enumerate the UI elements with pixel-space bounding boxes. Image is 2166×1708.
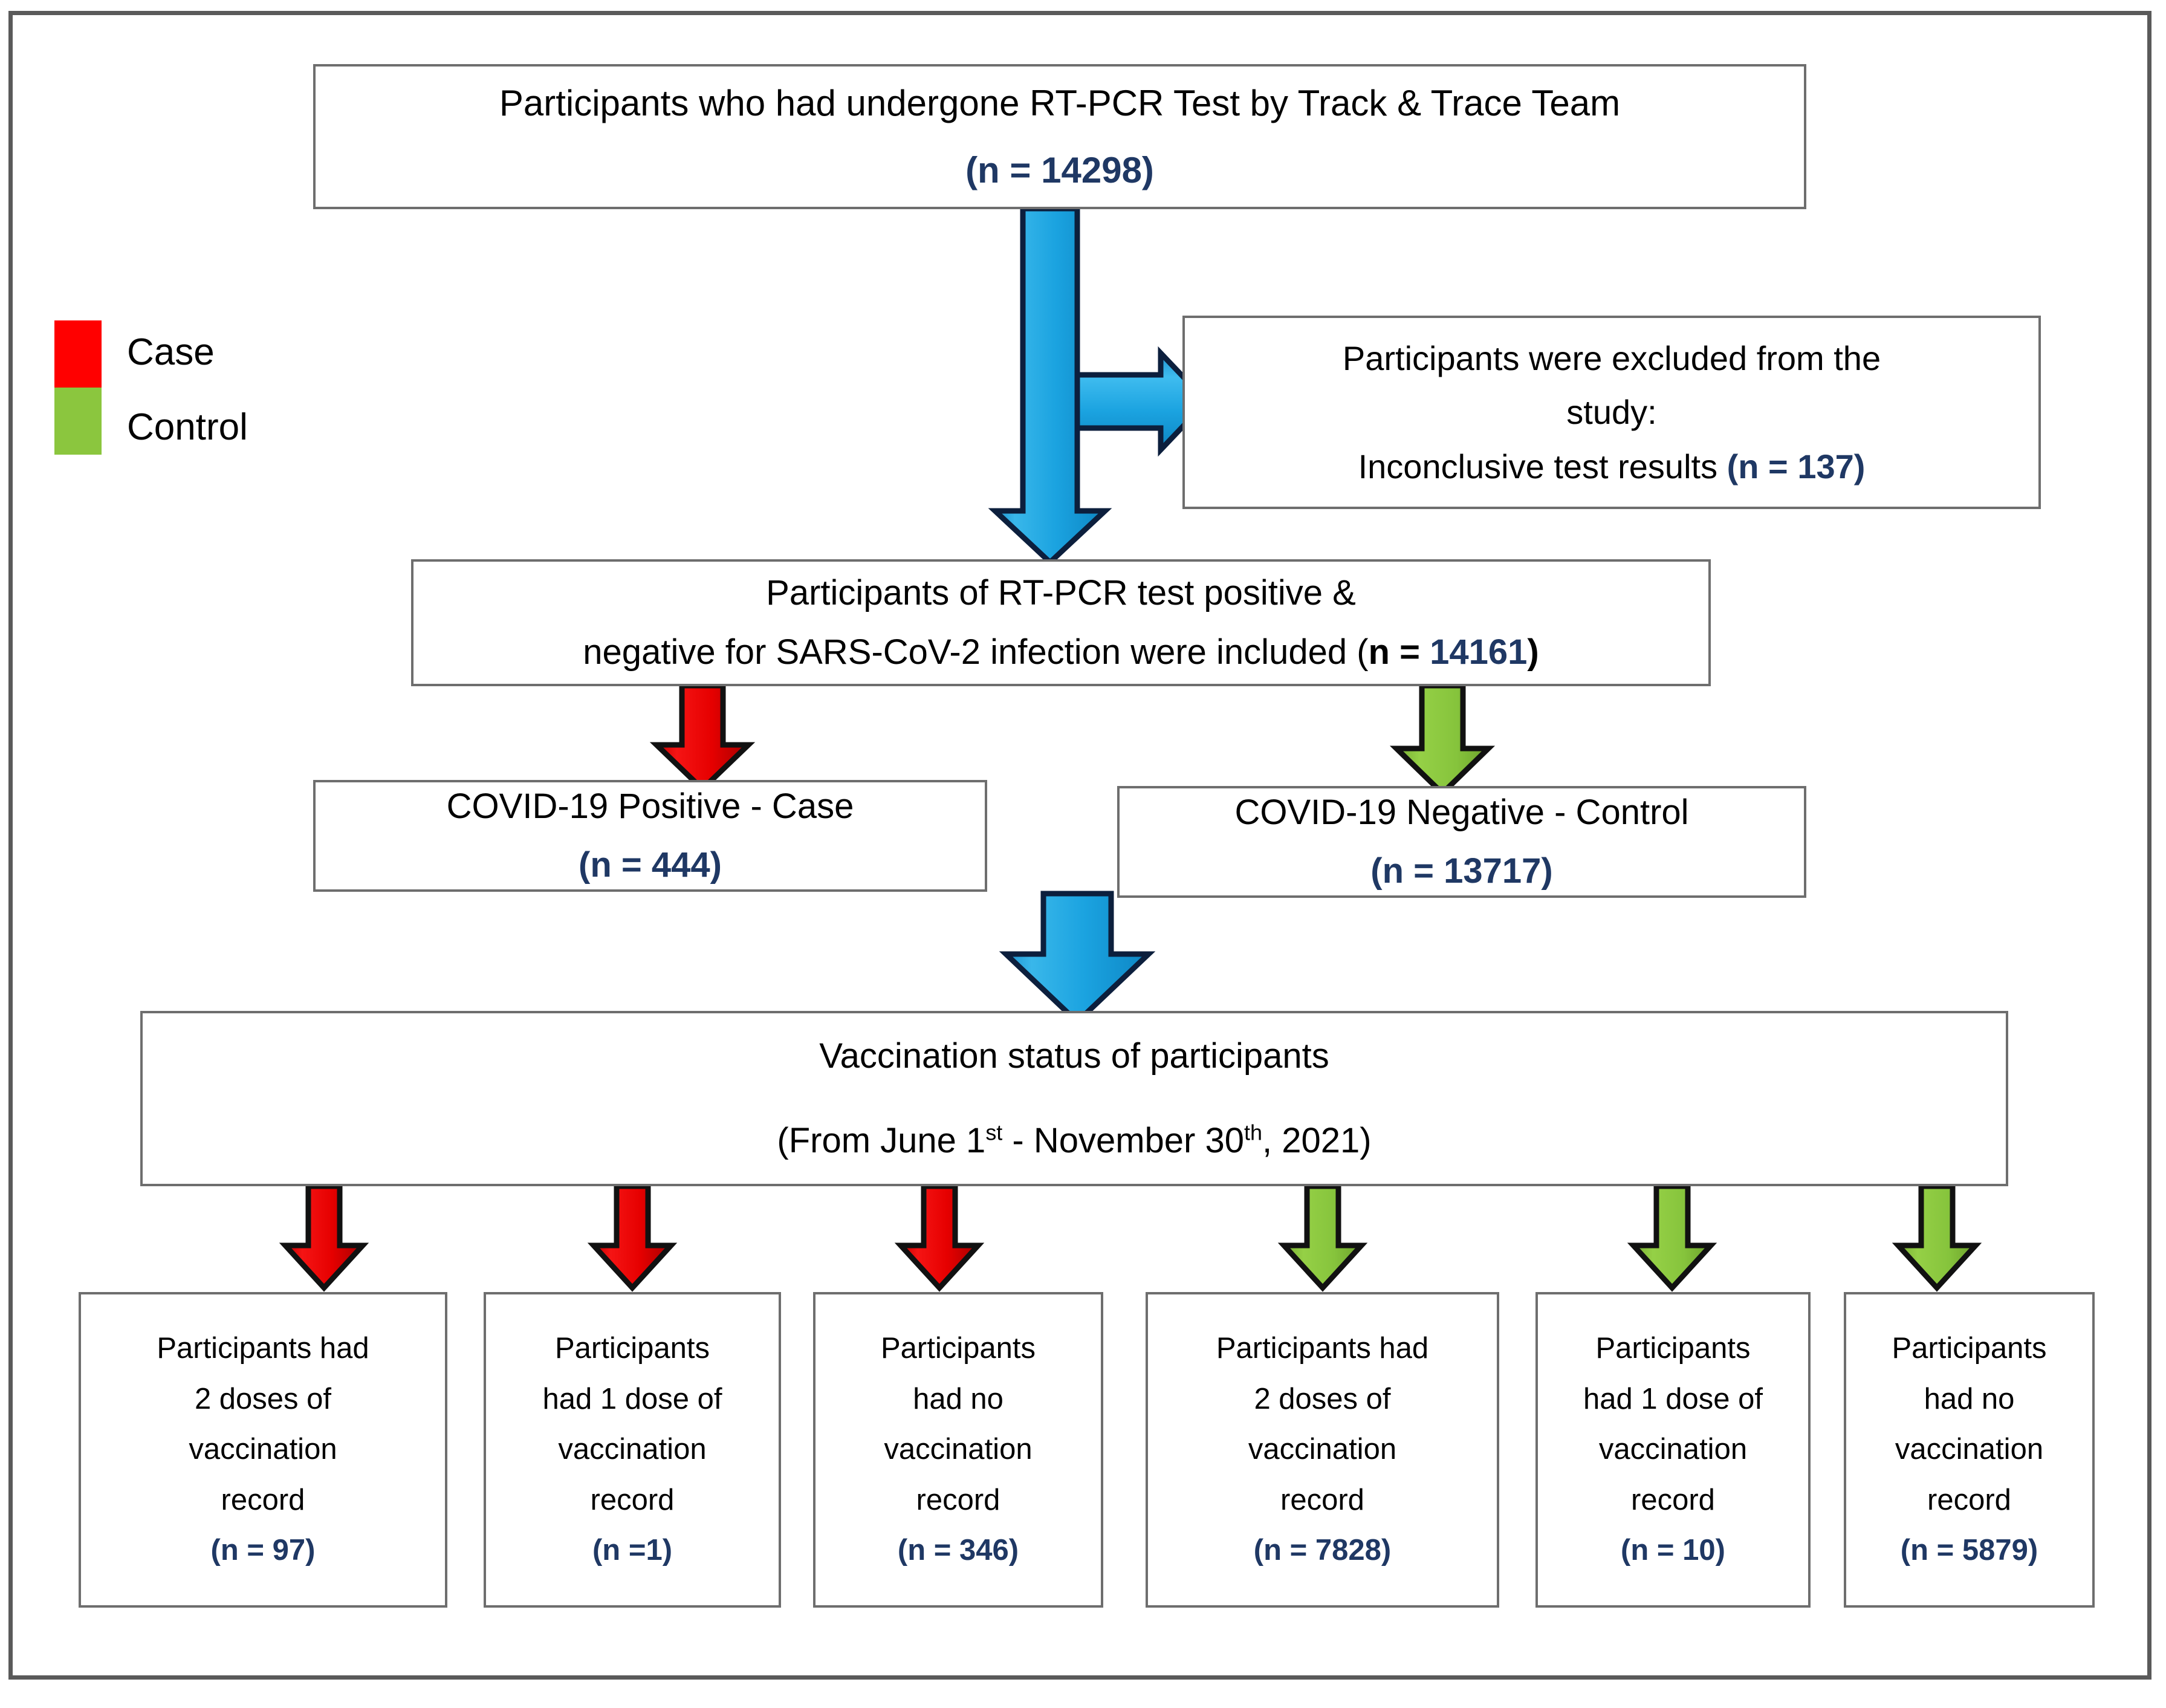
leaf-count: (n =1)	[592, 1534, 673, 1567]
node-excluded-reason: Inconclusive test results (n = 137)	[1193, 443, 2030, 491]
node-screened: Participants who had undergone RT-PCR Te…	[313, 64, 1806, 209]
node-excluded-count: (n = 137)	[1727, 447, 1866, 485]
leaf-count: (n = 10)	[1621, 1534, 1725, 1567]
node-case-no-vaccination: Participants had no vaccination record (…	[813, 1292, 1103, 1608]
period-part-b: - November 30	[1002, 1121, 1244, 1160]
node-included-n-label: n	[1368, 632, 1390, 672]
leaf-line-2: had no	[913, 1382, 1004, 1415]
legend-label-case: Case	[127, 331, 215, 373]
node-included-paren: )	[1527, 632, 1539, 672]
leaf-count: (n = 7828)	[1253, 1534, 1392, 1567]
node-case-count: (n = 444)	[579, 845, 722, 885]
leaf-line-3: vaccination	[1248, 1433, 1397, 1466]
leaf-line-3: vaccination	[189, 1433, 337, 1466]
leaf-line-2: 2 doses of	[1254, 1382, 1391, 1415]
node-included-count: 14161	[1430, 632, 1528, 672]
node-included: Participants of RT-PCR test positive & n…	[411, 559, 1711, 686]
node-screened-label: Participants who had undergone RT-PCR Te…	[499, 82, 1621, 123]
node-excluded-label-line1: Participants were excluded from the	[1342, 339, 1881, 377]
node-control-2-doses: Participants had 2 doses of vaccination …	[1146, 1292, 1499, 1608]
leaf-line-3: vaccination	[1598, 1433, 1748, 1466]
leaf-line-2: had no	[1924, 1382, 2015, 1415]
leaf-line-3: vaccination	[884, 1433, 1033, 1466]
leaf-line-2: had 1 dose of	[1583, 1382, 1763, 1415]
node-excluded-reason-text: Inconclusive test results	[1358, 447, 1727, 485]
legend: Case Control	[54, 320, 248, 455]
node-control-no-vaccination: Participants had no vaccination record (…	[1844, 1292, 2095, 1608]
leaf-line-1: Participants	[1892, 1332, 2047, 1365]
legend-swatch-case	[54, 320, 102, 388]
period-part-a: (From June 1	[777, 1121, 986, 1160]
leaf-count: (n = 97)	[210, 1534, 316, 1567]
node-control: COVID-19 Negative - Control (n = 13717)	[1117, 786, 1806, 898]
leaf-count: (n = 5879)	[1900, 1534, 2038, 1567]
period-part-c: , 2021)	[1262, 1121, 1372, 1160]
node-excluded-label-line2: study:	[1566, 393, 1657, 432]
leaf-line-1: Participants had	[1216, 1332, 1429, 1365]
leaf-line-4: record	[1631, 1483, 1715, 1516]
node-included-eq: =	[1389, 632, 1430, 672]
node-case-label: COVID-19 Positive - Case	[446, 787, 854, 826]
leaf-line-4: record	[221, 1483, 305, 1516]
legend-label-control: Control	[127, 406, 248, 448]
leaf-line-2: had 1 dose of	[542, 1382, 722, 1415]
legend-labels: Case Control	[127, 320, 248, 455]
node-control-label: COVID-19 Negative - Control	[1234, 793, 1689, 833]
node-case: COVID-19 Positive - Case (n = 444)	[313, 780, 987, 892]
node-vaccination-period: (From June 1st - November 30th, 2021)	[151, 1116, 1997, 1166]
leaf-line-1: Participants had	[157, 1332, 369, 1365]
node-included-label-line2: negative for SARS-CoV-2 infection were i…	[422, 628, 1700, 677]
period-sup-st: st	[985, 1120, 1003, 1145]
node-excluded: Participants were excluded from the stud…	[1182, 316, 2041, 509]
legend-swatches	[54, 320, 102, 455]
node-included-label-line1: Participants of RT-PCR test positive &	[766, 573, 1356, 612]
legend-swatch-control	[54, 388, 102, 455]
leaf-count: (n = 346)	[897, 1534, 1019, 1567]
leaf-line-4: record	[1280, 1483, 1364, 1516]
leaf-line-2: 2 doses of	[194, 1382, 332, 1415]
node-case-2-doses: Participants had 2 doses of vaccination …	[79, 1292, 447, 1608]
node-vaccination-title: Vaccination status of participants	[819, 1036, 1329, 1076]
node-control-count: (n = 13717)	[1370, 851, 1553, 891]
node-vaccination-status: Vaccination status of participants (From…	[140, 1011, 2008, 1186]
node-case-1-dose: Participants had 1 dose of vaccination r…	[484, 1292, 781, 1608]
leaf-line-4: record	[916, 1483, 1000, 1516]
leaf-line-3: vaccination	[558, 1433, 707, 1466]
leaf-line-4: record	[1927, 1483, 2011, 1516]
leaf-line-3: vaccination	[1895, 1433, 2044, 1466]
node-included-text: negative for SARS-CoV-2 infection were i…	[583, 632, 1369, 672]
leaf-line-4: record	[590, 1483, 675, 1516]
leaf-line-1: Participants	[554, 1332, 710, 1365]
leaf-line-1: Participants	[880, 1332, 1036, 1365]
leaf-line-1: Participants	[1595, 1332, 1751, 1365]
node-screened-count: (n = 14298)	[965, 150, 1154, 190]
period-sup-th: th	[1244, 1120, 1262, 1145]
node-control-1-dose: Participants had 1 dose of vaccination r…	[1535, 1292, 1811, 1608]
